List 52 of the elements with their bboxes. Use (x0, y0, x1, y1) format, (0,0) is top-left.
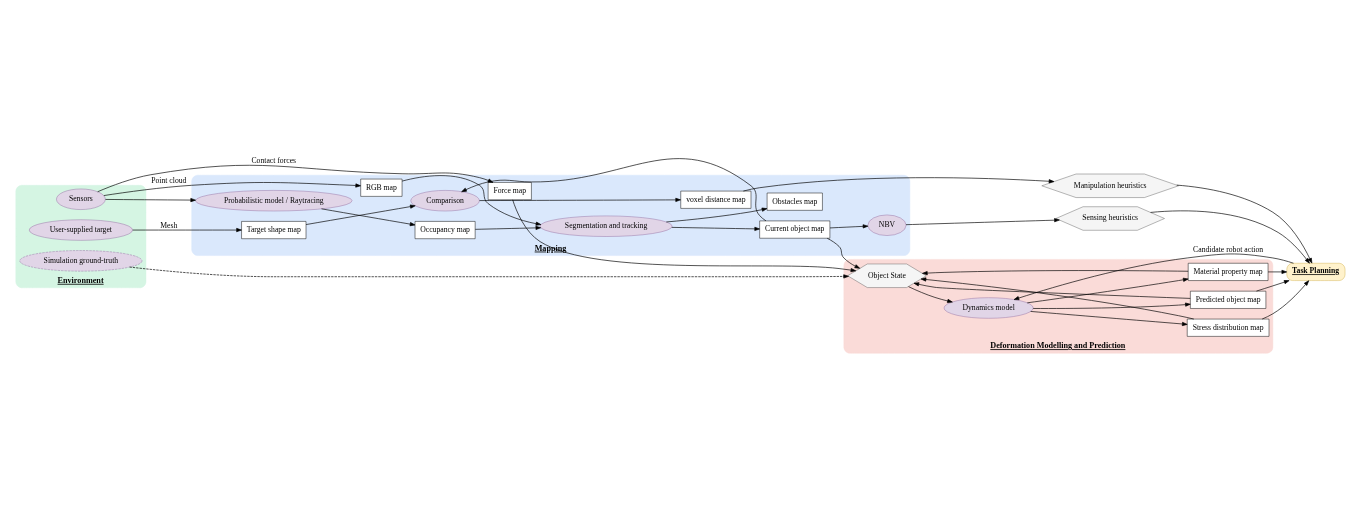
arrow (1013, 253, 1294, 300)
arrow (103, 181, 361, 196)
node-box: Current object map (759, 220, 831, 238)
arrow (666, 207, 768, 222)
arrow (920, 276, 1195, 319)
arrow (1256, 279, 1290, 291)
node-box: Obstacles map (766, 192, 823, 211)
arrow (908, 285, 953, 303)
arrow (401, 174, 542, 226)
arrow (474, 225, 542, 230)
node-box: Predicted object map (1190, 290, 1267, 309)
node-ellipse: Simulation ground-truth (19, 249, 143, 271)
arrow (905, 217, 1060, 225)
arrow (1267, 269, 1288, 274)
node-box: RGB map (360, 178, 403, 197)
node-box: Force map (487, 181, 532, 200)
arrow (1150, 210, 1310, 264)
arrow (305, 204, 416, 225)
node-ellipse: User-supplied target (28, 219, 133, 241)
edge-label: Mesh (160, 220, 178, 230)
node-box: Task Planning (1286, 262, 1346, 281)
arrow (512, 198, 857, 272)
arrow (1176, 184, 1313, 263)
arrow (826, 237, 861, 269)
arrow (913, 281, 1191, 299)
node-box: voxel distance map (680, 190, 752, 209)
node-ellipse: Probabilistic model / Raytracing (195, 189, 353, 211)
arrow (1026, 277, 1189, 303)
node-ellipse: NBV (867, 214, 907, 236)
arrow (132, 227, 242, 232)
arrow (461, 157, 767, 221)
arrow (129, 266, 849, 278)
arrow (97, 164, 494, 192)
arrow (321, 208, 416, 226)
edge-label: Contact forces (251, 155, 297, 165)
arrow (1030, 310, 1188, 326)
arrow (743, 176, 1055, 191)
arrow (105, 197, 196, 202)
edge-label: Point cloud (151, 175, 187, 185)
node-box: Material property map (1187, 262, 1269, 281)
arrow (671, 226, 760, 231)
arrow (922, 269, 1189, 275)
node-box: Stress distribution map (1187, 318, 1270, 337)
arrow (1032, 302, 1191, 309)
arrow (1261, 279, 1310, 319)
edge-label: Candidate robot action (1193, 244, 1264, 254)
node-ellipse: Sensors (56, 188, 106, 210)
node-box: Target shape map (241, 220, 307, 239)
node-box: Occupancy map (414, 220, 476, 239)
arrow (479, 197, 681, 202)
node-ellipse: Segmentation and tracking (539, 215, 673, 237)
arrow (829, 223, 869, 228)
